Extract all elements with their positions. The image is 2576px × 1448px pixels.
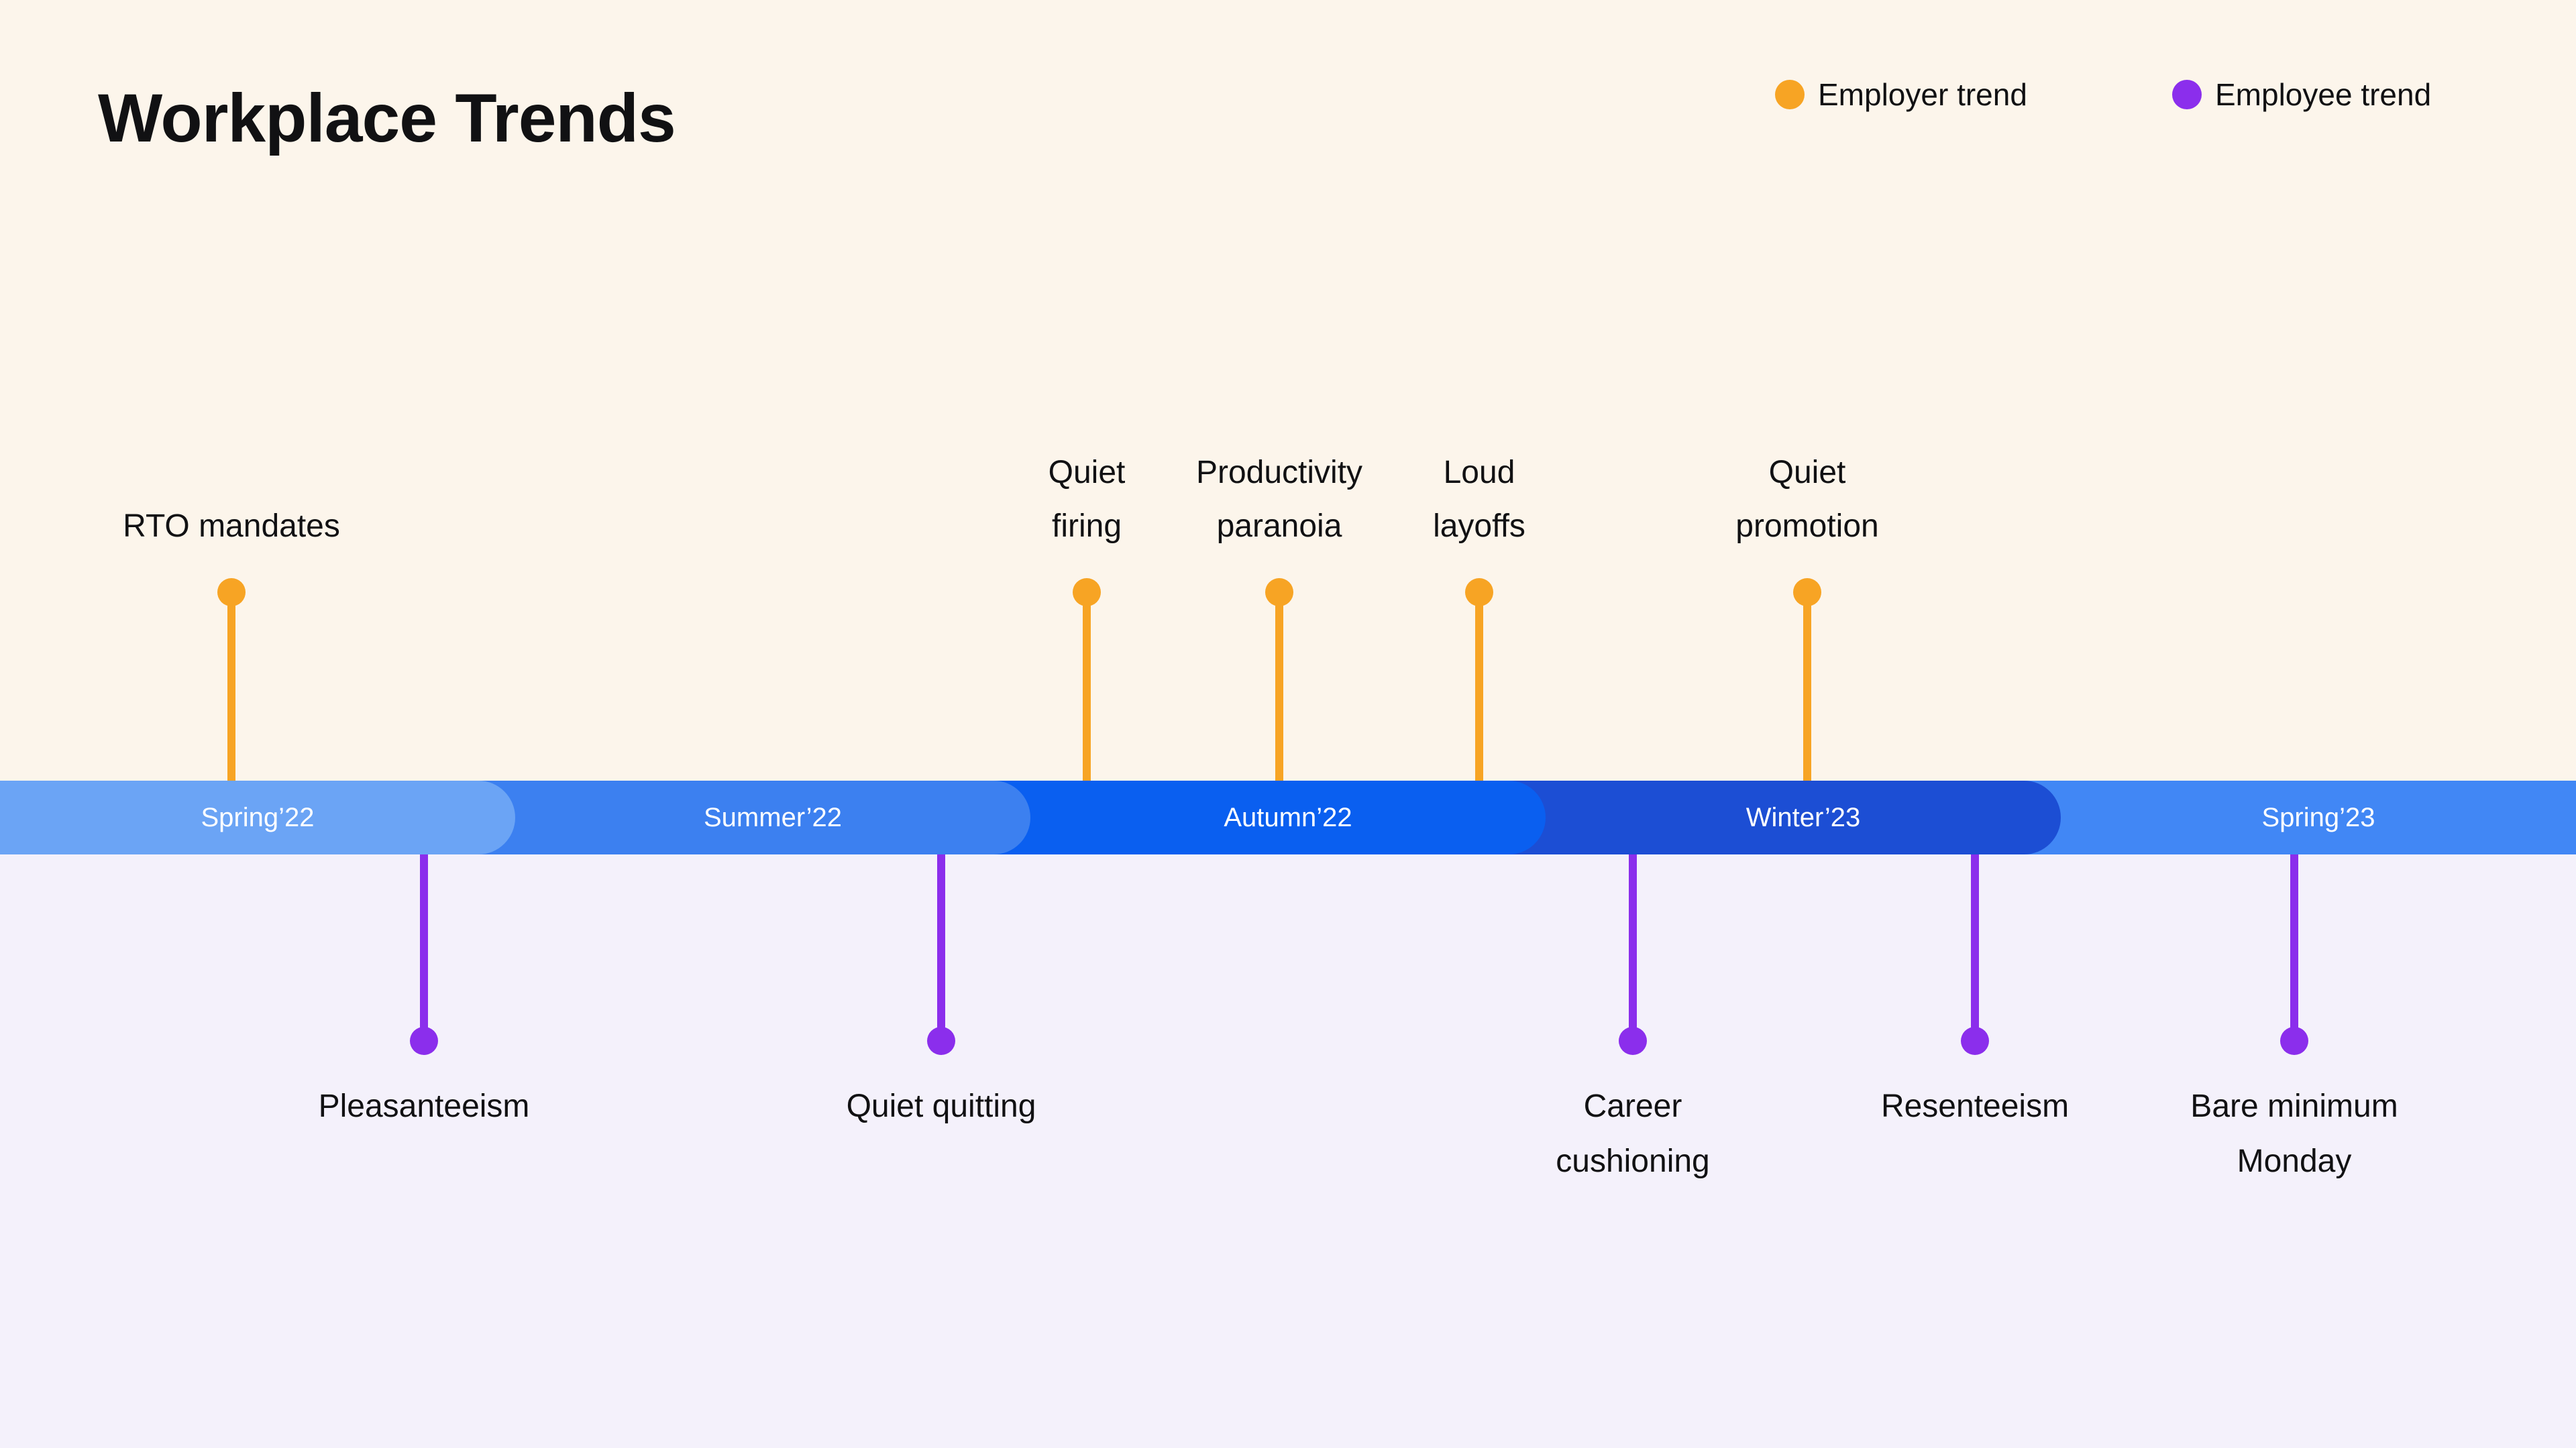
employee-dot-icon: [2280, 1027, 2308, 1055]
employee-dot-icon: [1961, 1027, 1989, 1055]
legend-item-employer: Employer trend: [1775, 76, 2027, 113]
season-label-spring23: Spring’23: [2261, 802, 2375, 832]
employer-dot-icon: [1465, 578, 1493, 606]
event-label: Pleasanteeism: [318, 1089, 530, 1124]
marker-stem: [1083, 592, 1091, 781]
event-label: Quiet firing: [1048, 455, 1126, 544]
marker-stem: [420, 854, 428, 1041]
marker-stem: [227, 592, 235, 781]
employer-legend-dot-icon: [1775, 80, 1805, 109]
season-label-summer22: Summer’22: [704, 802, 842, 832]
employee-legend-dot-icon: [2172, 80, 2202, 109]
marker-stem: [1275, 592, 1283, 781]
employee-dot-icon: [410, 1027, 438, 1055]
event-label: Loud layoffs: [1433, 455, 1525, 544]
timeline-segment-spring22: [0, 781, 515, 854]
season-label-autumn22: Autumn’22: [1224, 802, 1352, 832]
timeline-segment-summer22: [435, 781, 1030, 854]
event-label: Resenteeism: [1880, 1089, 2070, 1124]
background-bottom-half: [0, 818, 2576, 1448]
event-label: RTO mandates: [123, 508, 340, 544]
legend-item-employee: Employee trend: [2172, 76, 2431, 113]
event-label: Quiet quitting: [846, 1089, 1036, 1124]
timeline-segment-autumn22: [950, 781, 1546, 854]
event-label: Productivity paranoia: [1195, 455, 1363, 544]
marker-stem: [937, 854, 945, 1041]
timeline-segment-winter23: [1465, 781, 2061, 854]
timeline-segment-spring23: [1980, 781, 2576, 854]
employer-dot-icon: [1073, 578, 1101, 606]
marker-stem: [1629, 854, 1637, 1041]
season-label-winter23: Winter’23: [1746, 802, 1861, 832]
employee-dot-icon: [1619, 1027, 1647, 1055]
event-label: Bare minimum Monday: [2190, 1089, 2398, 1179]
legend-label-employee: Employee trend: [2215, 77, 2432, 112]
event-label: Quiet promotion: [1735, 455, 1879, 544]
season-label-spring22: Spring’22: [201, 802, 315, 832]
event-label: Career cushioning: [1556, 1089, 1710, 1179]
employee-dot-icon: [927, 1027, 955, 1055]
page-title: Workplace Trends: [98, 80, 676, 156]
employer-dot-icon: [1793, 578, 1821, 606]
employer-dot-icon: [1265, 578, 1293, 606]
employer-dot-icon: [217, 578, 246, 606]
marker-stem: [1803, 592, 1811, 781]
marker-stem: [2290, 854, 2298, 1041]
marker-stem: [1971, 854, 1979, 1041]
legend-label-employer: Employer trend: [1818, 77, 2027, 112]
marker-stem: [1475, 592, 1483, 781]
